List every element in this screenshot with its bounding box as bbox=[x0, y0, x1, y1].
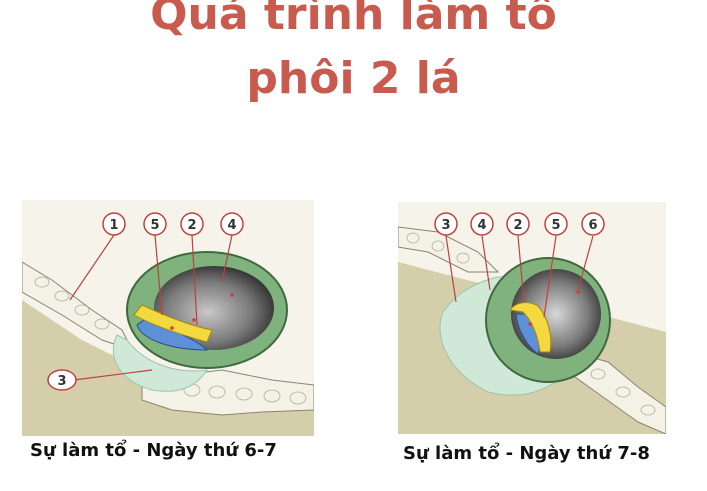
callout-label: 4 bbox=[477, 218, 486, 233]
syncytiotrophoblast bbox=[112, 334, 209, 392]
epiblast-layer bbox=[509, 302, 552, 353]
implantation-diagram-day-7-8: 3 4 2 5 6 bbox=[397, 202, 667, 435]
callout-label: 5 bbox=[150, 218, 159, 233]
epiblast-layer bbox=[133, 304, 213, 343]
callout-label: 2 bbox=[513, 218, 522, 233]
slide-title-line-2: phôi 2 lá bbox=[246, 53, 461, 104]
callout-1 bbox=[47, 212, 244, 391]
callout-label: 5 bbox=[551, 218, 560, 233]
callout-label: 6 bbox=[588, 218, 597, 233]
callout-label: 1 bbox=[109, 218, 118, 233]
implantation-diagram-day-6-7: 1 5 2 4 3 bbox=[21, 200, 315, 436]
caption-day-7-8: Sự làm tổ - Ngày thứ 7-8 bbox=[403, 443, 650, 464]
caption-day-6-7: Sự làm tổ - Ngày thứ 6-7 bbox=[30, 440, 277, 461]
callout-label: 2 bbox=[187, 218, 196, 233]
callout-label: 4 bbox=[227, 218, 236, 233]
callout-label: 3 bbox=[57, 374, 66, 389]
callout-label: 3 bbox=[441, 218, 450, 233]
callout-1 bbox=[434, 212, 605, 236]
slide-title-line-1: Quá trình làm tổ bbox=[150, 0, 557, 40]
